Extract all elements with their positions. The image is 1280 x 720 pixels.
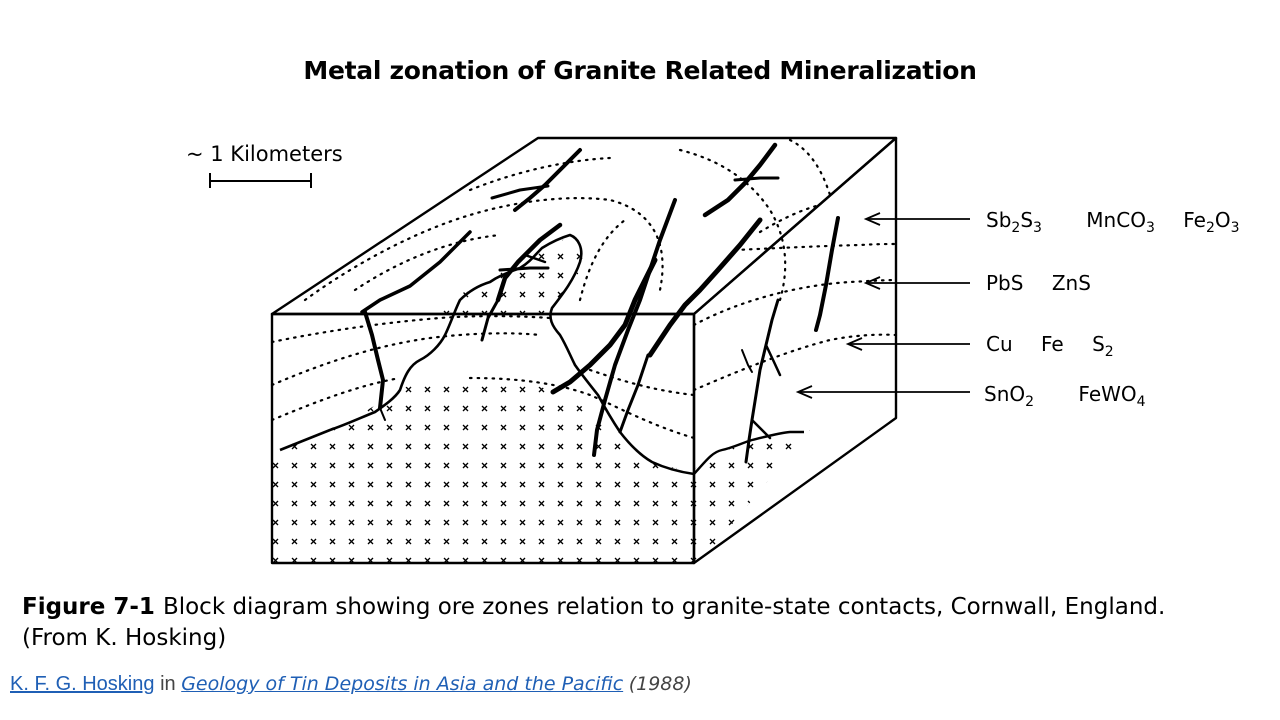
zone-label-4: SnO2 FeWO4 [984,382,1146,406]
scale-label: ~ 1 Kilometers [186,142,343,166]
formula: Fe [1041,332,1064,356]
scale-bar [210,173,311,188]
formula: PbS [986,271,1023,295]
granite-pattern [272,238,810,563]
formula: Fe2O3 [1183,208,1239,232]
formula: MnCO3 [1086,208,1155,232]
formula: ZnS [1052,271,1091,295]
zone-label-2: PbS ZnS [986,271,1091,295]
source-citation: K. F. G. Hosking in Geology of Tin Depos… [10,673,692,696]
formula: S2 [1092,332,1114,356]
book-link[interactable]: Geology of Tin Deposits in Asia and the … [181,673,623,695]
formula: Cu [986,332,1013,356]
caption-text: Block diagram showing ore zones relation… [163,594,1165,620]
figure-caption: Figure 7-1 Block diagram showing ore zone… [22,592,1262,654]
formula: FeWO4 [1078,382,1145,406]
formula: SnO2 [984,382,1034,406]
formula: Sb2S3 [986,208,1042,232]
zone-label-1: Sb2S3 MnCO3 Fe2O3 [986,208,1240,232]
in-word: in [160,673,176,695]
caption-credit: (From K. Hosking) [22,625,226,651]
figure-number: Figure 7-1 [22,594,155,620]
author-link[interactable]: K. F. G. Hosking [10,673,155,695]
zone-label-3: Cu Fe S2 [986,332,1114,356]
publication-year: (1988) [629,673,692,695]
